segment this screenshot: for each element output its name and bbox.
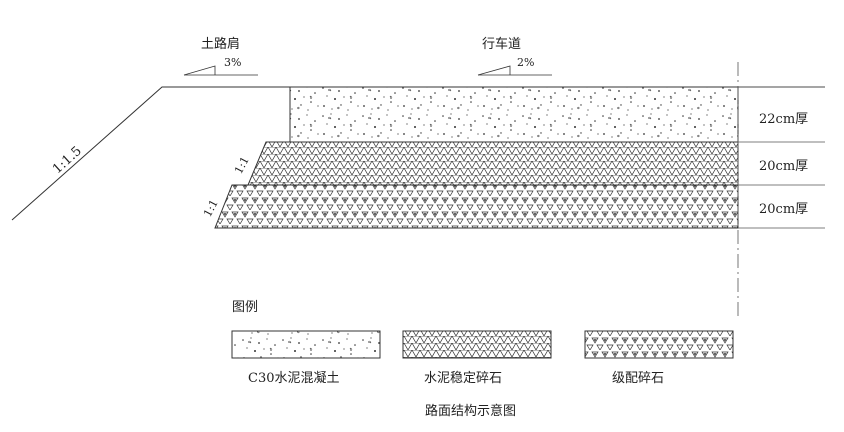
legend-swatch-gravel	[584, 330, 734, 359]
legend-title: 图例	[232, 300, 259, 315]
layer-3-thickness: 20cm厚	[759, 202, 809, 217]
legend-label-cement: 水泥稳定碎石	[424, 371, 503, 386]
carriageway-arrow-head	[477, 65, 511, 76]
shoulder-slope: 3%	[224, 56, 242, 69]
carriageway-label: 行车道	[482, 37, 522, 52]
layer-1-thickness: 22cm厚	[759, 112, 809, 127]
legend-label-concrete: C30水泥混凝土	[248, 371, 340, 386]
layer-graded-gravel	[214, 184, 739, 229]
shoulder-label: 土路肩	[201, 37, 241, 52]
diagram-caption: 路面结构示意图	[425, 404, 517, 419]
slope-arrows	[183, 65, 552, 76]
carriageway-slope: 2%	[517, 56, 535, 69]
legend-swatch-concrete	[231, 330, 381, 359]
embankment-slope-line	[11, 86, 290, 221]
shoulder-arrow-head	[183, 65, 216, 76]
legend-label-gravel: 级配碎石	[612, 371, 665, 386]
layer-2-thickness: 20cm厚	[759, 159, 809, 174]
layer-cement-stabilized	[247, 141, 739, 186]
legend-swatch-cement	[402, 330, 552, 359]
right-dimension	[737, 62, 825, 318]
layer-concrete	[289, 86, 739, 143]
